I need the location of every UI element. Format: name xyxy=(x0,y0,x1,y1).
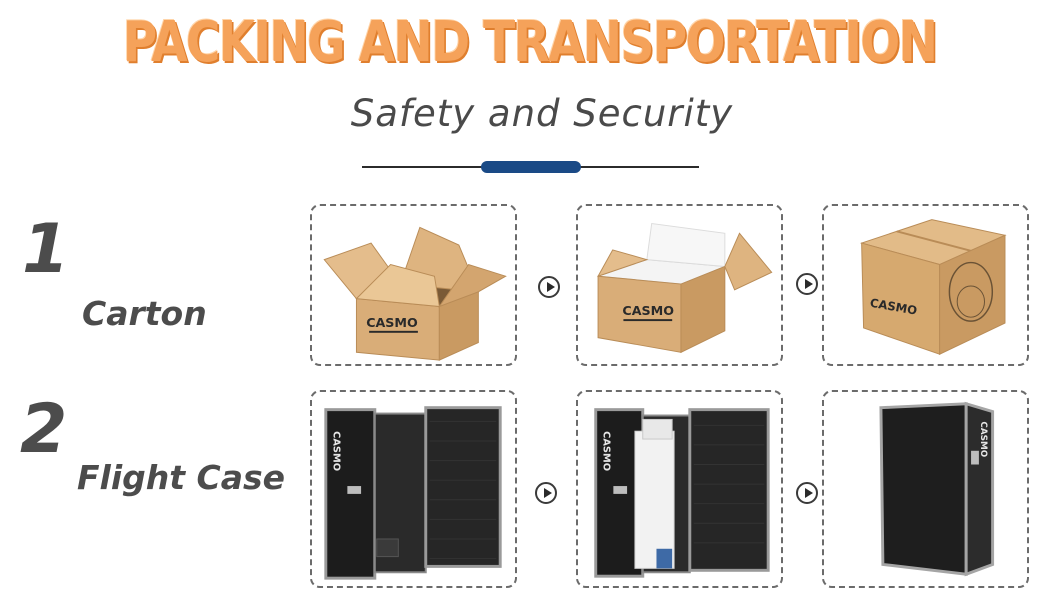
open-flight-case-empty-illustration: CASMO xyxy=(324,406,502,580)
flight-case-step-1-image: CASMO xyxy=(310,390,517,588)
flight-case-step-2-image: CASMO xyxy=(576,390,783,588)
divider-accent xyxy=(481,161,581,173)
open-flight-case-packed-illustration: CASMO xyxy=(594,408,770,578)
carton-arrow-2-icon xyxy=(796,273,818,295)
row-2-label: Flight Case xyxy=(77,458,286,497)
open-carton-empty-illustration: CASMO xyxy=(323,226,507,361)
carton-step-1-image: CASMO xyxy=(310,204,517,366)
page-subtitle: Safety and Security xyxy=(350,92,734,135)
case-brand-mark: CASMO xyxy=(331,431,342,471)
row-1-number: 1 xyxy=(22,210,70,289)
carton-brand-mark: CASMO xyxy=(366,315,418,330)
row-2-number: 2 xyxy=(20,390,68,469)
case-brand-mark: CASMO xyxy=(601,431,612,471)
carton-arrow-1-icon xyxy=(538,276,560,298)
open-carton-with-foam-illustration: CASMO xyxy=(597,223,773,354)
closed-carton-illustration: CASMO xyxy=(859,219,1007,356)
flight-case-arrow-1-icon xyxy=(535,482,557,504)
carton-step-2-image: CASMO xyxy=(576,204,783,366)
flight-case-step-3-image: CASMO xyxy=(822,390,1029,588)
carton-brand-mark: CASMO xyxy=(622,303,674,318)
page-title: PACKING AND TRANSPORTATION xyxy=(122,10,938,75)
closed-flight-case-illustration: CASMO xyxy=(879,401,995,577)
row-1-label: Carton xyxy=(82,294,207,333)
carton-step-3-image: CASMO xyxy=(822,204,1029,366)
flight-case-arrow-2-icon xyxy=(796,482,818,504)
case-brand-mark: CASMO xyxy=(978,421,988,457)
